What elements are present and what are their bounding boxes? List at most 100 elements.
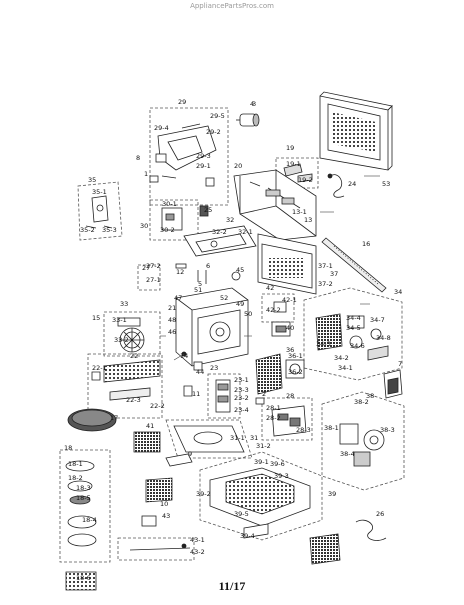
part-26-harness bbox=[355, 519, 387, 541]
callout-36-1: 36-1 bbox=[288, 352, 303, 360]
callout-34-1: 34-1 bbox=[338, 364, 353, 372]
callout-16: 16 bbox=[362, 240, 370, 248]
callout-6: 6 bbox=[206, 262, 210, 270]
callout-24: 24 bbox=[348, 180, 356, 188]
callout-28-2: 28-2 bbox=[266, 414, 281, 422]
callout-7: 7 bbox=[398, 360, 402, 368]
callout-28: 28 bbox=[286, 392, 294, 400]
callout-26: 26 bbox=[376, 510, 384, 518]
callout-29: 29 bbox=[178, 98, 186, 106]
callout-23-2: 23-2 bbox=[234, 394, 249, 402]
callout-23: 23 bbox=[210, 364, 218, 372]
part-35-latch-assembly bbox=[85, 195, 113, 229]
callout-42-1: 42-1 bbox=[282, 296, 297, 304]
callout-14: 14 bbox=[180, 352, 188, 360]
callout-3: 3 bbox=[252, 100, 256, 108]
callout-23-3: 23-3 bbox=[234, 386, 249, 394]
callout-12: 12 bbox=[176, 268, 184, 276]
callout-25: 25 bbox=[204, 206, 212, 214]
part-10-grease-filter-a bbox=[145, 477, 173, 503]
callout-39-4: 39-4 bbox=[240, 532, 255, 540]
callout-34-5: 34-5 bbox=[346, 324, 361, 332]
callout-13: 13 bbox=[304, 216, 312, 224]
part-23-switch-holder bbox=[215, 379, 231, 413]
part-3-motor bbox=[236, 113, 260, 127]
callout-36-2: 36-2 bbox=[288, 368, 303, 376]
callout-8: 8 bbox=[136, 154, 140, 162]
group-boundary-34 bbox=[303, 287, 403, 381]
callout-35: 35 bbox=[88, 176, 96, 184]
part-31-base-plate bbox=[173, 425, 245, 453]
callout-37-2: 37-2 bbox=[318, 280, 333, 288]
callout-49: 49 bbox=[236, 300, 244, 308]
callout-34-4: 34-4 bbox=[346, 314, 361, 322]
page-number: 11/17 bbox=[218, 579, 246, 593]
callout-51: 51 bbox=[194, 286, 202, 294]
group-boundary-42 bbox=[261, 293, 295, 323]
callout-34-8: 34-8 bbox=[376, 334, 391, 342]
part-28-pcb bbox=[271, 405, 307, 437]
part-36-fan-motor bbox=[255, 353, 305, 395]
callout-47: 47 bbox=[174, 294, 182, 302]
part-18-lamp-assembly bbox=[65, 460, 97, 591]
callout-34: 34 bbox=[394, 288, 402, 296]
callout-5: 5 bbox=[198, 280, 202, 288]
callout-2: 2 bbox=[262, 390, 266, 398]
callout-43-1: 43-1 bbox=[190, 536, 205, 544]
callout-31-1: 31-1 bbox=[230, 434, 245, 442]
part-19-vent-parts bbox=[283, 163, 313, 183]
callout-1: 1 bbox=[144, 170, 148, 178]
part-10-grease-filter-b bbox=[309, 533, 341, 565]
callout-39-1: 39-1 bbox=[254, 458, 269, 466]
group-boundary-18 bbox=[59, 449, 111, 563]
part-17-glass-tray bbox=[67, 408, 117, 432]
callout-39: 39 bbox=[328, 490, 336, 498]
callout-39-6: 39-6 bbox=[270, 460, 285, 468]
callout-18-1: 18-1 bbox=[68, 460, 83, 468]
callout-18-6: 18-6 bbox=[76, 574, 91, 582]
callout-28-3: 28-3 bbox=[296, 426, 311, 434]
group-boundary-22 bbox=[87, 353, 163, 419]
callout-33-1: 33-1 bbox=[112, 316, 127, 324]
part-29-bracket bbox=[155, 123, 217, 179]
part-7-damper bbox=[383, 369, 403, 399]
group-boundary-43 bbox=[117, 537, 195, 561]
callout-9: 9 bbox=[188, 450, 192, 458]
callout-13-1: 13-1 bbox=[292, 208, 307, 216]
callout-42: 42 bbox=[266, 284, 274, 292]
part-38-magnetron bbox=[339, 423, 385, 467]
callout-23-4: 23-4 bbox=[234, 406, 249, 414]
callout-18-3: 18-3 bbox=[76, 484, 91, 492]
part-small-hardware bbox=[149, 175, 265, 405]
callout-27: 27 bbox=[142, 264, 150, 272]
callout-22-1: 22-1 bbox=[92, 364, 107, 372]
callout-38-1: 38-1 bbox=[324, 424, 339, 432]
callout-44: 44 bbox=[196, 368, 204, 376]
callout-46: 46 bbox=[168, 328, 176, 336]
callout-30-1: 30-1 bbox=[162, 200, 177, 208]
callout-21: 21 bbox=[168, 304, 176, 312]
group-boundary-23 bbox=[207, 373, 241, 419]
callout-15: 15 bbox=[92, 314, 100, 322]
callout-4: 4 bbox=[250, 100, 254, 108]
callout-33: 33 bbox=[120, 300, 128, 308]
part-13-outer-cabinet bbox=[233, 169, 317, 241]
callout-29-1: 29-1 bbox=[196, 162, 211, 170]
part-21-cavity bbox=[175, 287, 249, 367]
callout-17: 17 bbox=[110, 414, 118, 422]
group-boundary-29 bbox=[149, 107, 229, 206]
callout-11: 11 bbox=[192, 390, 200, 398]
callout-41: 41 bbox=[146, 422, 154, 430]
group-boundary-39 bbox=[199, 451, 323, 541]
group-boundary-38 bbox=[321, 391, 405, 491]
callout-52: 52 bbox=[220, 294, 228, 302]
callout-10: 10 bbox=[160, 500, 168, 508]
callout-40: 40 bbox=[286, 324, 294, 332]
callout-34-3: 34-3 bbox=[316, 340, 331, 348]
callout-18: 18 bbox=[64, 444, 72, 452]
part-16-hood-bar bbox=[321, 237, 387, 293]
part-34-control-assembly bbox=[315, 313, 389, 361]
callout-20: 20 bbox=[234, 162, 242, 170]
callout-31: 31 bbox=[250, 434, 258, 442]
